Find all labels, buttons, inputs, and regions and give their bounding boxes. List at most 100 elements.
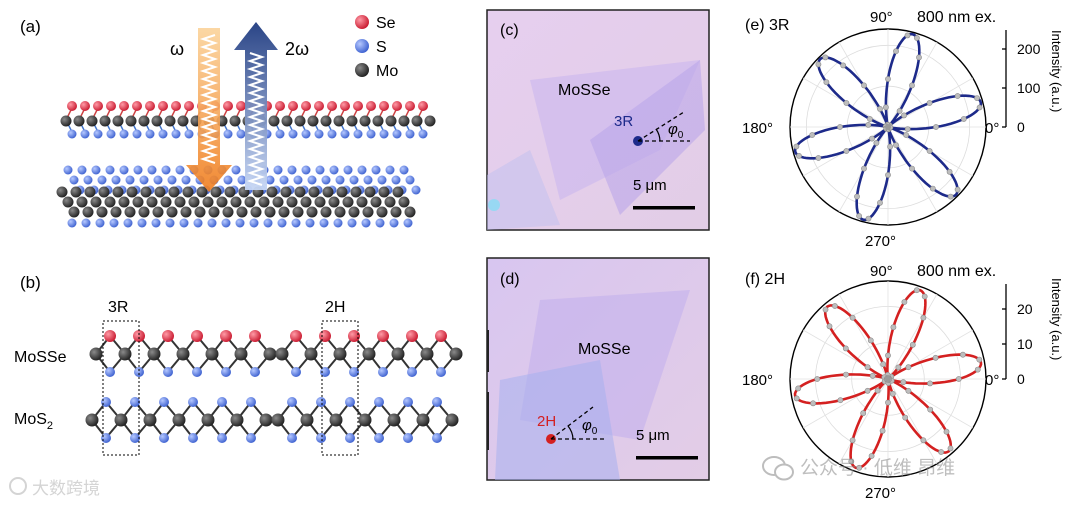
mo-atom [154, 186, 166, 198]
mo-atom [188, 196, 200, 208]
mo-atom [224, 186, 236, 198]
s-atom [374, 397, 384, 407]
s-atom [265, 175, 275, 185]
mo-atom [259, 413, 273, 427]
polar-data-point [843, 100, 850, 106]
watermark-logo-icon [9, 477, 27, 495]
s-atom [389, 218, 399, 228]
s-atom [315, 165, 325, 175]
polar-data-point [810, 400, 816, 407]
mo-atom [196, 186, 208, 198]
mo-atom [118, 196, 130, 208]
s-atom [411, 185, 421, 195]
mo-atom [336, 186, 348, 198]
s-atom [403, 397, 413, 407]
s-atom [250, 367, 260, 377]
panel-e-angle-90: 90° [870, 9, 893, 26]
s-atom [188, 397, 198, 407]
se-atom [184, 101, 194, 111]
s-atom [407, 367, 417, 377]
mo-atom [329, 413, 343, 427]
s-atom [119, 129, 129, 139]
s-atom [184, 129, 194, 139]
mo-atom [268, 115, 280, 127]
mo-atom [348, 206, 360, 218]
se-atom [327, 101, 337, 111]
s-atom [249, 218, 259, 228]
mo-atom [281, 115, 293, 127]
s-atom [291, 367, 301, 377]
polar-data-point [901, 112, 907, 119]
mo-atom [70, 186, 82, 198]
panel-c-label: (c) [500, 22, 519, 39]
polar-data-point [822, 306, 829, 313]
mo-atom [152, 206, 164, 218]
polar-data-point [840, 62, 847, 69]
mo-atom [398, 115, 410, 127]
mo-atom [201, 413, 215, 427]
mo-atom [294, 186, 306, 198]
mo-atom [82, 206, 94, 218]
atom-legend: Se S Mo [355, 15, 398, 80]
s-atom [165, 218, 175, 228]
s-atom [231, 165, 241, 175]
polar-spoke [887, 293, 938, 380]
s-atom [403, 433, 413, 443]
se-atom [132, 101, 142, 111]
se-atom [223, 101, 233, 111]
mo-atom [208, 206, 220, 218]
polar-data-point [921, 293, 928, 300]
mo-atom [118, 347, 132, 361]
se-atom [162, 330, 174, 342]
s-atom [63, 165, 73, 175]
side-view-structures [85, 330, 463, 443]
mo-atom [314, 196, 326, 208]
se-atom [275, 101, 285, 111]
s-atom [345, 397, 355, 407]
se-atom [290, 330, 302, 342]
polar-data-point [883, 104, 889, 111]
mo-atom [143, 413, 157, 427]
panel-e-label: (e) 3R [745, 17, 789, 34]
mo-atom [385, 115, 397, 127]
se-atom [406, 330, 418, 342]
s-atom [221, 367, 231, 377]
se-atom [314, 101, 324, 111]
s-atom [301, 129, 311, 139]
mo-atom [138, 115, 150, 127]
s-atom [147, 165, 157, 175]
s-atom [69, 175, 79, 185]
s-atom [80, 129, 90, 139]
polar-data-point [976, 104, 983, 111]
polar-data-point [900, 379, 907, 386]
mo-atom [416, 413, 430, 427]
s-atom [347, 218, 357, 228]
panel-f-radial-axis: 0 10 20 Intensity (a.u.) [1002, 278, 1064, 387]
mo-atom [216, 196, 228, 208]
s-atom [161, 165, 171, 175]
panel-d-scale-bar [636, 456, 698, 460]
polar-data-point [795, 385, 802, 392]
s-atom [67, 129, 77, 139]
s-atom [405, 129, 415, 139]
se-atom [348, 330, 360, 342]
s-atom [221, 218, 231, 228]
mo-atom [124, 206, 136, 218]
mo-atom [176, 347, 190, 361]
mo-atom [73, 115, 85, 127]
mo-atom [404, 206, 416, 218]
s-atom [321, 175, 331, 185]
polar-data-point [877, 106, 883, 112]
row-mos2-label: MoS2 [14, 411, 53, 432]
panel-e-tick-100: 100 [1017, 80, 1041, 96]
polar-data-point [796, 152, 802, 159]
mo-atom [168, 186, 180, 198]
mo-atom [125, 115, 137, 127]
polar-data-point [867, 337, 874, 344]
mo-atom [420, 347, 434, 361]
polar-data-point [842, 345, 849, 352]
polar-data-point [889, 390, 896, 397]
s-atom [361, 218, 371, 228]
